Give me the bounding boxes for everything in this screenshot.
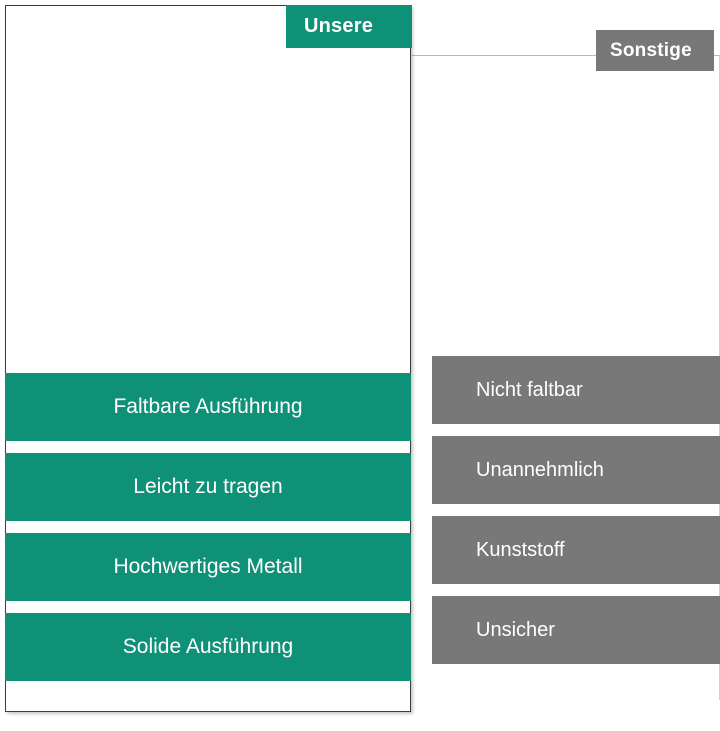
feature-bar-others-2: Kunststoff <box>432 516 720 584</box>
feature-bar-others-3: Unsicher <box>432 596 720 664</box>
comparison-panel-ours <box>5 5 411 712</box>
badge-ours: Unsere <box>286 5 412 48</box>
feature-label-ours-3: Solide Ausführung <box>122 635 294 658</box>
feature-label-others-0: Nicht faltbar <box>476 378 583 401</box>
feature-label-ours-2: Hochwertiges Metall <box>113 555 303 578</box>
feature-bar-ours-2: Hochwertiges Metall <box>5 533 411 601</box>
feature-label-others-2: Kunststoff <box>476 538 565 561</box>
feature-label-others-3: Unsicher <box>476 618 555 641</box>
feature-bar-others-0: Nicht faltbar <box>432 356 720 424</box>
feature-bar-ours-1: Leicht zu tragen <box>5 453 411 521</box>
feature-label-ours-1: Leicht zu tragen <box>133 475 283 498</box>
feature-label-ours-0: Faltbare Ausführung <box>113 395 303 418</box>
feature-bar-others-1: Unannehmlich <box>432 436 720 504</box>
badge-others: Sonstige <box>596 30 714 71</box>
feature-bar-ours-0: Faltbare Ausführung <box>5 373 411 441</box>
feature-bar-ours-3: Solide Ausführung <box>5 613 411 681</box>
badge-others-label: Sonstige <box>610 39 692 61</box>
badge-ours-label: Unsere <box>304 15 374 37</box>
feature-label-others-1: Unannehmlich <box>476 458 604 481</box>
